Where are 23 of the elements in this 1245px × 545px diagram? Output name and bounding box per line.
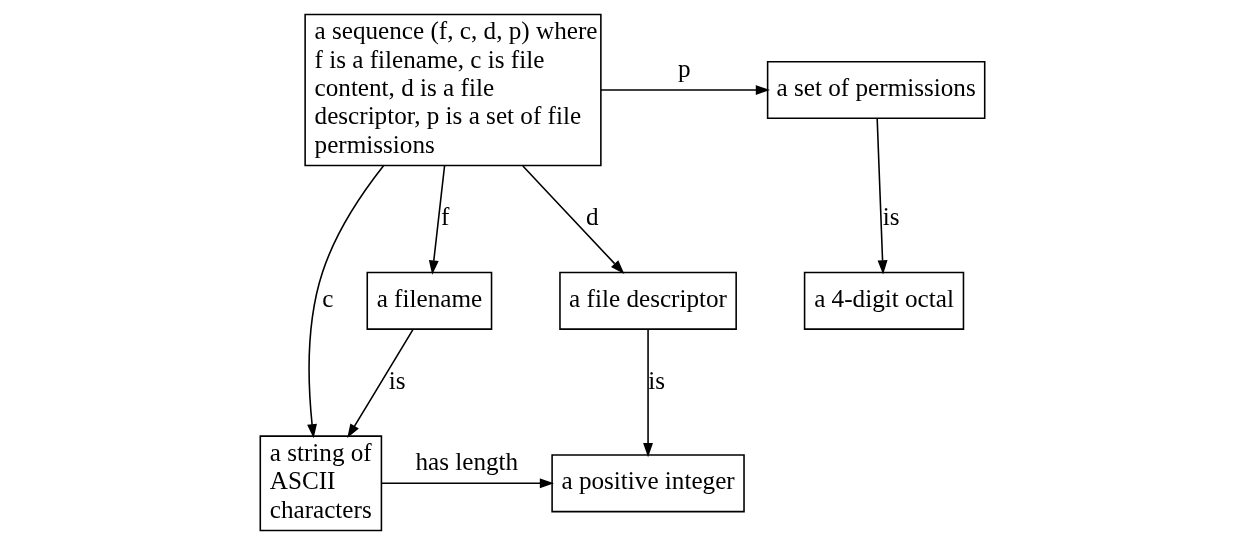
edge-label: p [677, 55, 691, 83]
edge-label: is [648, 366, 666, 394]
node-box: a 4-digit octal [803, 271, 965, 330]
arrow [428, 165, 446, 275]
arrow [876, 117, 888, 275]
arrow [307, 165, 385, 439]
node-box: a set of permissions [766, 60, 986, 120]
edge-label: is [882, 202, 900, 230]
arrow [380, 478, 554, 489]
node-box: a filename [366, 271, 493, 330]
arrow [643, 328, 654, 458]
arrow [600, 85, 770, 95]
node-box: a positive integer [551, 454, 745, 513]
edge-label: c [322, 284, 334, 312]
arrow [347, 328, 414, 439]
arrow [522, 165, 625, 274]
node-box: a sequence (f, c, d, p) where f is a filename, c is file content, d is a file descriptor, p is a set of file permissions [304, 13, 602, 167]
edge-label: is [388, 366, 406, 394]
edge-label: d [585, 202, 599, 230]
node-box: a file descriptor [559, 271, 737, 330]
node-box: a string of ASCII characters [259, 435, 383, 532]
edge-label: f [440, 202, 450, 230]
edge-label: has length [415, 448, 519, 476]
